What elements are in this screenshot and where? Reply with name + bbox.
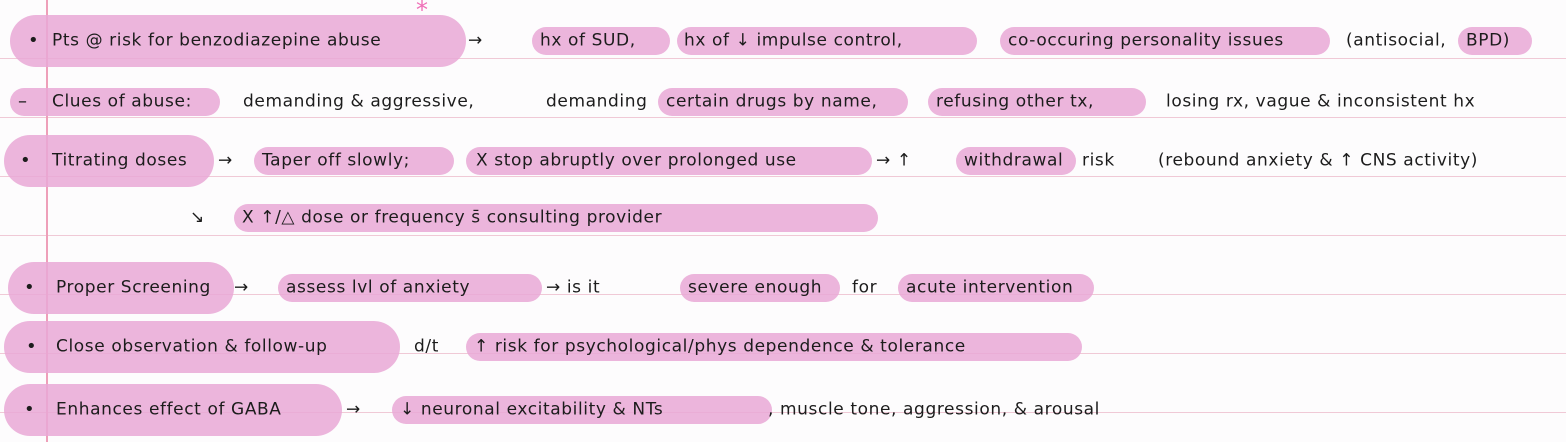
note-text: hx of ↓ impulse control,	[684, 30, 903, 51]
note-text: co-occuring personality issues	[1008, 30, 1284, 51]
note-text: , muscle tone, aggression, & arousal	[768, 399, 1100, 420]
note-line-benzo-abuse-risk: • Pts @ risk for benzodiazepine abuse → …	[0, 15, 1566, 67]
note-text: assess lvl of anxiety	[286, 277, 471, 298]
note-line-dose-change: ↘ X ↑/△ dose or frequency s̄ consulting …	[0, 193, 1566, 243]
note-text: hx of SUD,	[540, 30, 636, 51]
note-text: losing rx, vague & inconsistent hx	[1166, 91, 1476, 112]
highlight	[392, 396, 772, 424]
note-line-close-observation: • Close observation & follow-up d/t ↑ ri…	[0, 321, 1566, 373]
bullet: •	[24, 399, 35, 420]
note-text: BPD)	[1466, 30, 1511, 51]
note-text: d/t	[414, 336, 439, 357]
note-text: Enhances effect of GABA	[56, 399, 282, 420]
highlight	[254, 147, 454, 175]
highlight	[4, 384, 342, 436]
note-text: Titrating doses	[52, 150, 188, 171]
note-text: ↑ risk for psychological/phys dependence…	[474, 336, 966, 357]
highlight	[10, 88, 220, 116]
arrow: →	[346, 399, 361, 420]
note-text: Clues of abuse:	[52, 91, 192, 112]
arrow: →	[468, 30, 483, 51]
dash-mark: –	[18, 91, 27, 112]
bullet: •	[24, 277, 35, 298]
highlight	[928, 88, 1146, 116]
note-text: risk	[1082, 150, 1115, 171]
highlight	[898, 274, 1094, 302]
highlight	[658, 88, 908, 116]
arrow: ↘	[190, 207, 205, 228]
highlight	[956, 147, 1076, 175]
note-text: ↓ neuronal excitability & NTs	[400, 399, 664, 420]
arrow: →	[218, 150, 233, 171]
highlight	[532, 27, 670, 55]
highlight	[8, 262, 234, 314]
note-text: → is it	[546, 277, 601, 298]
note-text: Close observation & follow-up	[56, 336, 328, 357]
highlight	[466, 333, 1082, 361]
highlight	[278, 274, 542, 302]
bullet: •	[20, 150, 31, 171]
highlight	[4, 135, 214, 187]
note-text: for	[852, 277, 878, 298]
highlight	[1458, 27, 1532, 55]
note-text: certain drugs by name,	[666, 91, 878, 112]
highlight	[677, 27, 977, 55]
highlight	[466, 147, 872, 175]
bullet: •	[26, 336, 37, 357]
note-line-gaba: • Enhances effect of GABA → ↓ neuronal e…	[0, 384, 1566, 436]
note-text: severe enough	[688, 277, 823, 298]
highlight	[10, 15, 466, 67]
arrow: → ↑	[876, 150, 912, 171]
note-text: X ↑/△ dose or frequency s̄ consulting pr…	[242, 207, 663, 228]
highlight	[234, 204, 878, 232]
note-text: Proper Screening	[56, 277, 211, 298]
note-text: acute intervention	[906, 277, 1074, 298]
note-text: X stop abruptly over prolonged use	[476, 150, 797, 171]
highlight	[680, 274, 840, 302]
note-text: Pts @ risk for benzodiazepine abuse	[52, 30, 382, 51]
note-line-proper-screening: • Proper Screening → assess lvl of anxie…	[0, 262, 1566, 314]
note-text: (antisocial,	[1346, 30, 1447, 51]
note-text: Taper off slowly;	[262, 150, 411, 171]
bullet: •	[28, 30, 39, 51]
note-text: demanding	[546, 91, 648, 112]
note-text: withdrawal	[964, 150, 1064, 171]
margin-line	[46, 0, 48, 442]
highlight	[1000, 27, 1330, 55]
note-text: refusing other tx,	[936, 91, 1095, 112]
note-text: (rebound anxiety & ↑ CNS activity)	[1158, 150, 1478, 171]
highlight	[4, 321, 400, 373]
note-text: demanding & aggressive,	[243, 91, 475, 112]
note-line-clues-of-abuse: – Clues of abuse: demanding & aggressive…	[0, 77, 1566, 127]
note-line-titrating-doses: • Titrating doses → Taper off slowly; X …	[0, 135, 1566, 187]
arrow: →	[234, 277, 249, 298]
